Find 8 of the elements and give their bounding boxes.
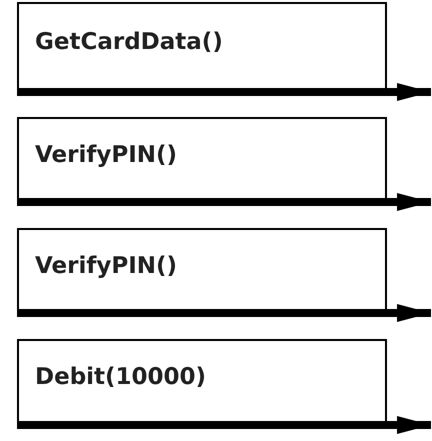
message-label: GetCardData()	[35, 29, 223, 55]
message-label: VerifyPIN()	[35, 252, 178, 278]
message-arrow	[17, 83, 431, 101]
message-label: Debit(10000)	[35, 364, 206, 390]
message-arrow	[17, 416, 431, 434]
message-arrow	[17, 193, 431, 211]
message-arrow	[17, 304, 431, 322]
message-label: VerifyPIN()	[35, 142, 178, 168]
